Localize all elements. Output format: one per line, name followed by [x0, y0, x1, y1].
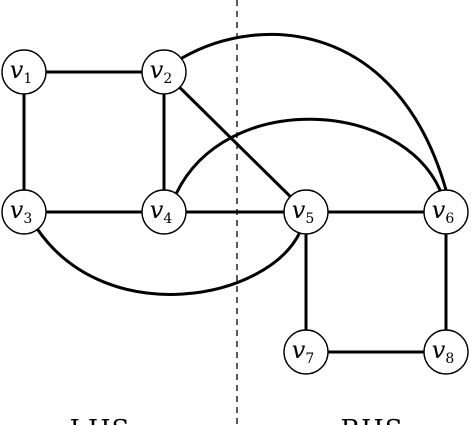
edge-v2-v6	[180, 32, 448, 192]
node-v8: v8	[423, 329, 469, 375]
right-partition-label: RHS	[340, 415, 403, 425]
node-circle-v8	[423, 329, 469, 375]
node-label-v3: v3	[10, 196, 32, 227]
node-v6: v6	[423, 189, 469, 235]
node-v2: v2	[141, 49, 187, 95]
node-circle-v3	[1, 189, 47, 235]
node-label-v4: v4	[150, 196, 173, 227]
node-circle-v6	[423, 189, 469, 235]
node-circle-v4	[141, 189, 187, 235]
node-v4: v4	[141, 189, 187, 235]
left-partition-label: LHS	[70, 415, 131, 425]
node-v3: v3	[1, 189, 47, 235]
node-circle-v5	[283, 189, 329, 235]
node-v7: v7	[283, 329, 329, 375]
node-circle-v7	[283, 329, 329, 375]
node-label-v2: v2	[150, 56, 172, 87]
node-label-v8: v8	[432, 336, 454, 367]
edge-v4-v6	[174, 117, 442, 196]
edge-v2-v5	[162, 70, 308, 214]
node-label-v5: v5	[292, 196, 314, 227]
node-label-v1: v1	[10, 56, 32, 87]
node-label-v7: v7	[292, 336, 314, 367]
node-label-v6: v6	[432, 196, 455, 227]
node-v1: v1	[1, 49, 47, 95]
nodes-layer: v1 v2 v3 v4 v5 v6 v7 v8	[1, 49, 469, 375]
node-v5: v5	[283, 189, 329, 235]
edges-layer	[22, 32, 448, 354]
node-circle-v2	[141, 49, 187, 95]
node-circle-v1	[1, 49, 47, 95]
edge-v3-v5	[36, 228, 302, 296]
